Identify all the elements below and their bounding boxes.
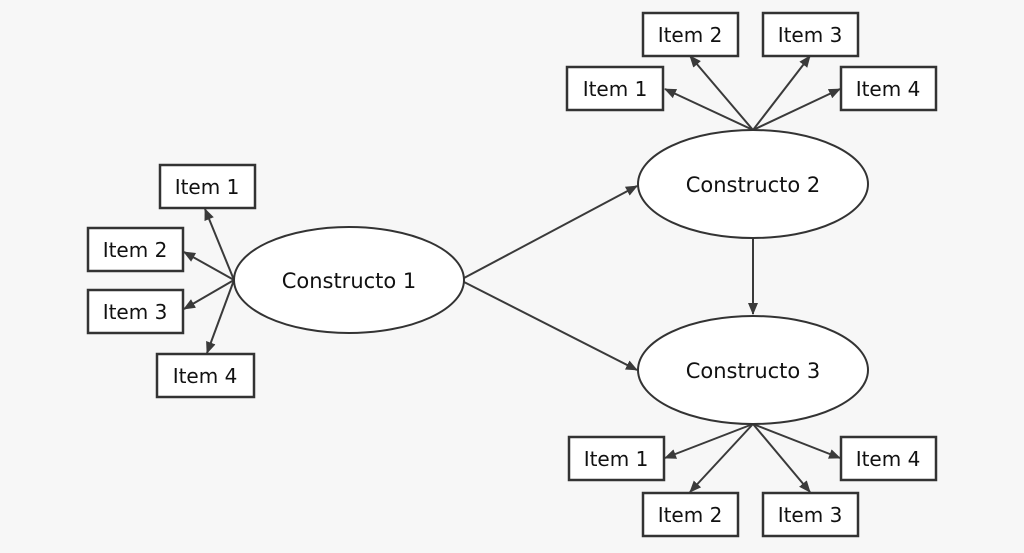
arrow-c2-item2 [689, 55, 754, 131]
construct-2-label: Constructo 2 [686, 173, 821, 197]
c1-item-4: Item 4 [155, 352, 256, 399]
c2-item-4-label: Item 4 [856, 77, 921, 101]
c3-item-1-label: Item 1 [584, 447, 649, 471]
c1-item-2-box [86, 226, 185, 273]
construct-3: Constructo 3 [637, 315, 869, 425]
arrow-c3-item2 [689, 423, 754, 493]
arrow-c2-item3 [752, 55, 811, 131]
c3-item-3-box [761, 491, 860, 538]
c1-item-1-label: Item 1 [175, 175, 240, 199]
c2-item-1-label: Item 1 [583, 77, 648, 101]
c2-item-1-box [565, 65, 665, 112]
arrow-c3-item1 [664, 423, 754, 459]
c1-items: Item 1 Item 2 Item 3 Item 4 [86, 163, 257, 399]
edge-c1-c2 [463, 185, 638, 279]
edge-c1-c3 [463, 281, 638, 371]
c1-item-3-label: Item 3 [103, 300, 168, 324]
arrow-c3-item3 [752, 423, 811, 493]
c2-item-3: Item 3 [761, 11, 860, 58]
construct-edges [463, 185, 758, 371]
c1-item-4-box [155, 352, 256, 399]
c3-item-1-box [567, 435, 666, 482]
construct-1: Constructo 1 [233, 226, 465, 334]
arrow-c1-item2 [183, 251, 235, 281]
c2-item-2: Item 2 [641, 11, 740, 58]
c2-item-2-label: Item 2 [658, 23, 723, 47]
c2-item-3-box [761, 11, 860, 58]
construct-3-label: Constructo 3 [686, 359, 821, 383]
construct-2-shape [637, 129, 869, 239]
arrow-c1-item4 [206, 279, 235, 354]
c1-item-1-box [158, 163, 257, 210]
c1-item-3-box [86, 288, 185, 335]
c3-item-1: Item 1 [567, 435, 666, 482]
c1-item-2-label: Item 2 [103, 238, 168, 262]
c1-item-arrows [183, 208, 235, 354]
c3-item-arrows [664, 423, 841, 493]
c2-item-arrows [664, 55, 841, 131]
construct-2: Constructo 2 [637, 129, 869, 239]
c1-item-1: Item 1 [158, 163, 257, 210]
construct-1-label: Constructo 1 [282, 269, 417, 293]
c1-item-2: Item 2 [86, 226, 185, 273]
c1-item-3: Item 3 [86, 288, 185, 335]
c2-item-1: Item 1 [565, 65, 665, 112]
arrow-c2-item4 [752, 88, 841, 131]
c2-item-4-box [839, 65, 938, 112]
arrow-c2-item1 [664, 88, 754, 131]
c3-item-4-label: Item 4 [856, 447, 921, 471]
c3-item-2: Item 2 [641, 491, 740, 538]
c3-item-3: Item 3 [761, 491, 860, 538]
c2-item-2-box [641, 11, 740, 58]
construct-3-shape [637, 315, 869, 425]
c2-items: Item 1 Item 2 Item 3 Item 4 [565, 11, 938, 112]
c3-item-2-label: Item 2 [658, 503, 723, 527]
c2-item-3-label: Item 3 [778, 23, 843, 47]
c3-item-3-label: Item 3 [778, 503, 843, 527]
c3-item-2-box [641, 491, 740, 538]
arrow-c3-item4 [752, 423, 841, 459]
c3-item-4: Item 4 [839, 435, 938, 482]
arrow-c1-item1 [204, 208, 235, 281]
c3-items: Item 1 Item 2 Item 3 Item 4 [567, 435, 938, 538]
c1-item-4-label: Item 4 [173, 364, 238, 388]
c2-item-4: Item 4 [839, 65, 938, 112]
arrow-c1-item3 [183, 279, 235, 310]
construct-1-shape [233, 226, 465, 334]
c3-item-4-box [839, 435, 938, 482]
